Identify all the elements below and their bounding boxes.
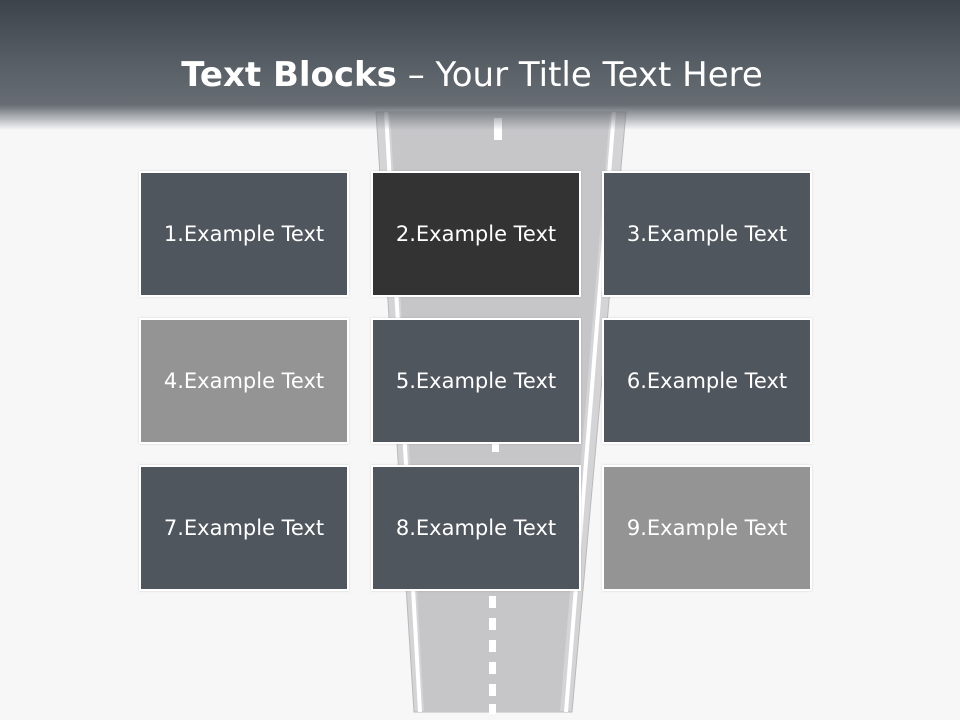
text-block-1[interactable]: 1.Example Text	[139, 171, 349, 297]
title-bold: Text Blocks	[181, 55, 397, 95]
text-block-label: 5.Example Text	[395, 369, 557, 393]
text-block-label: 6.Example Text	[626, 369, 788, 393]
title-banner	[0, 0, 960, 130]
text-block-7[interactable]: 7.Example Text	[139, 465, 349, 591]
text-block-label: 9.Example Text	[626, 516, 788, 540]
text-block-9[interactable]: 9.Example Text	[602, 465, 812, 591]
text-block-2[interactable]: 2.Example Text	[371, 171, 581, 297]
title-rest: – Your Title Text Here	[396, 55, 763, 95]
text-block-label: 1.Example Text	[163, 222, 325, 246]
text-block-5[interactable]: 5.Example Text	[371, 318, 581, 444]
text-block-8[interactable]: 8.Example Text	[371, 465, 581, 591]
text-block-label: 4.Example Text	[163, 369, 325, 393]
text-block-label: 2.Example Text	[395, 222, 557, 246]
text-block-label: 7.Example Text	[163, 516, 325, 540]
page-title: Text Blocks – Your Title Text Here	[0, 52, 944, 98]
text-block-3[interactable]: 3.Example Text	[602, 171, 812, 297]
text-block-6[interactable]: 6.Example Text	[602, 318, 812, 444]
text-block-4[interactable]: 4.Example Text	[139, 318, 349, 444]
text-block-label: 8.Example Text	[395, 516, 557, 540]
text-block-label: 3.Example Text	[626, 222, 788, 246]
